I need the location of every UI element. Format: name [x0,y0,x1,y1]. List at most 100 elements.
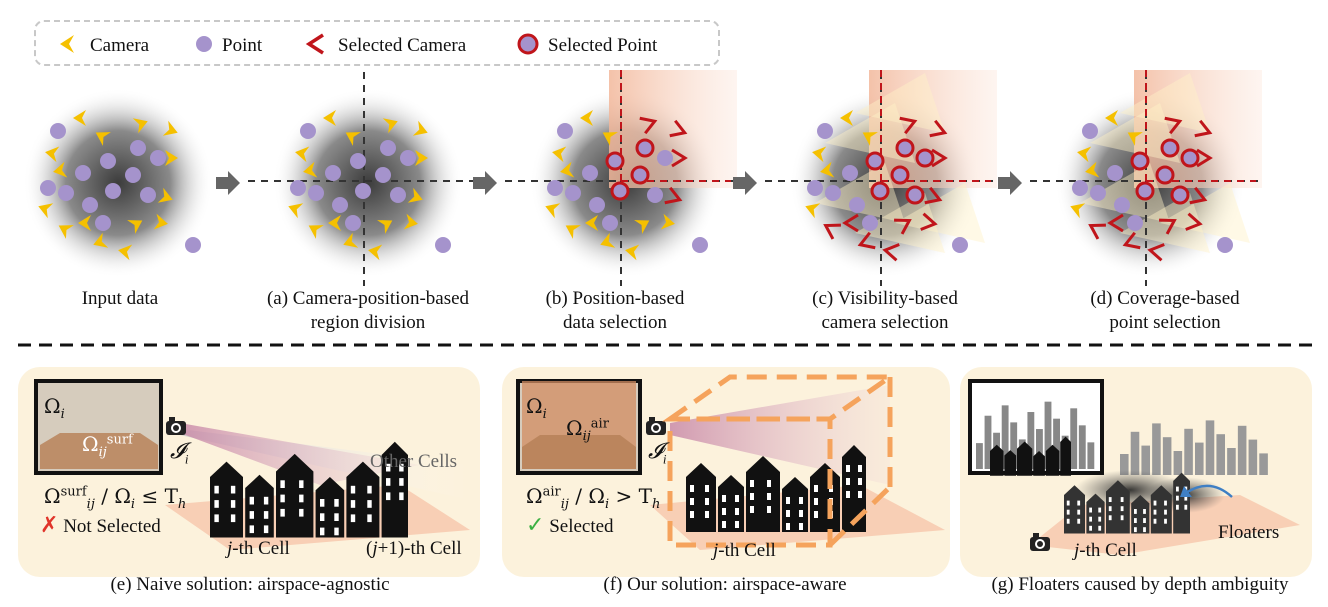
house [686,463,716,532]
image-sub: i [184,451,189,467]
legend-selected-point-label: Selected Point [548,35,658,56]
camera-frustum [895,183,985,243]
house [315,477,345,538]
panel-g [960,367,1312,577]
window [846,491,850,498]
house [1086,493,1105,534]
window [1077,509,1081,515]
house [1045,444,1060,476]
window [1120,506,1124,512]
window [214,485,219,494]
window [399,463,404,472]
camera-icon [377,220,393,234]
cell-suffix: -th Cell [718,540,776,561]
selected-camera-icon [305,33,324,55]
camera-icon [820,161,835,178]
caption-input-line1: Input data [81,288,159,309]
window [386,463,391,472]
point-marker [58,185,74,201]
selected-point-marker [905,185,925,205]
selected-region [609,70,737,188]
camera-icon [862,132,878,146]
point-marker [602,215,618,231]
panel-g-cell-label: j-th Cell [1074,540,1137,562]
point-marker [345,215,361,231]
skyscraper [1070,408,1078,469]
selected-point-marker [610,181,630,201]
window [722,508,726,515]
skyscraper [1120,454,1129,475]
skyscraper [1195,442,1204,475]
selected-camera-icon [671,148,688,168]
camera-icon [585,215,598,231]
camera-top [169,417,175,422]
window [386,478,391,486]
camera-icon [368,244,383,261]
window [1098,516,1102,522]
camera-frustum [815,163,905,223]
omega-symbol: Ω [44,394,61,418]
point-marker [40,180,56,196]
point-marker [290,180,306,196]
point-marker [400,150,416,166]
camera-frustum [1160,183,1250,243]
camera-frustum [855,73,945,133]
omega-sub: i [60,407,65,422]
caption-c-line1: (c) Visibility-based [812,288,958,309]
status-label: Selected [549,516,614,537]
selected-point-marker [895,138,915,158]
window [263,525,269,534]
panel-e-omega: Ωi [44,394,65,422]
camera-icon [407,187,423,203]
house [990,444,1004,476]
point-marker [1072,180,1088,196]
window [280,508,285,517]
window [750,506,754,513]
camera-icon [95,132,111,146]
point-marker [842,165,858,181]
camera-icon [118,244,133,261]
camera-icon [1070,203,1086,219]
caption-c-line2: camera selection [821,312,949,333]
window [263,511,269,519]
caption-f: (f) Our solution: airspace-aware [603,574,847,595]
point-marker [140,187,156,203]
camera-icon [328,215,341,231]
legend-point-label: Point [222,35,263,56]
region-sub: ij [98,445,107,460]
skyscraper [1216,434,1225,475]
condition-op: ≤ T [135,484,178,508]
condition-op-sub: h [651,497,661,512]
camera-icon [343,232,359,248]
panel-f-region: Ωijair [566,416,609,444]
panel-f-image-label: 𝓘i [648,438,667,467]
window [1089,507,1092,513]
camera-icon [157,187,173,203]
selected-point-marker [890,165,910,185]
skyscraper [1087,442,1095,469]
window [1098,507,1102,513]
point-marker [1090,185,1106,201]
camera-icon [600,232,616,248]
house [1004,450,1017,476]
caption-c: (c) Visibility-based camera selection [775,287,995,335]
point-marker [1082,123,1098,139]
section-divider [18,343,1312,347]
point-marker [657,150,673,166]
window [334,527,339,536]
panel-f-omega: Ωi [526,394,547,422]
point-marker [582,165,598,181]
window [786,510,790,517]
window [1153,518,1157,524]
cell-suffix: -th Cell [1079,540,1137,561]
window [280,480,285,488]
selected-camera-icon [857,231,876,250]
house [276,453,314,538]
selected-point-marker [865,151,885,171]
window [767,506,771,513]
selected-point-marker [915,148,935,168]
point-marker [308,185,324,201]
window [690,511,694,518]
camera-icon [545,203,561,219]
point-cloud [273,88,463,278]
